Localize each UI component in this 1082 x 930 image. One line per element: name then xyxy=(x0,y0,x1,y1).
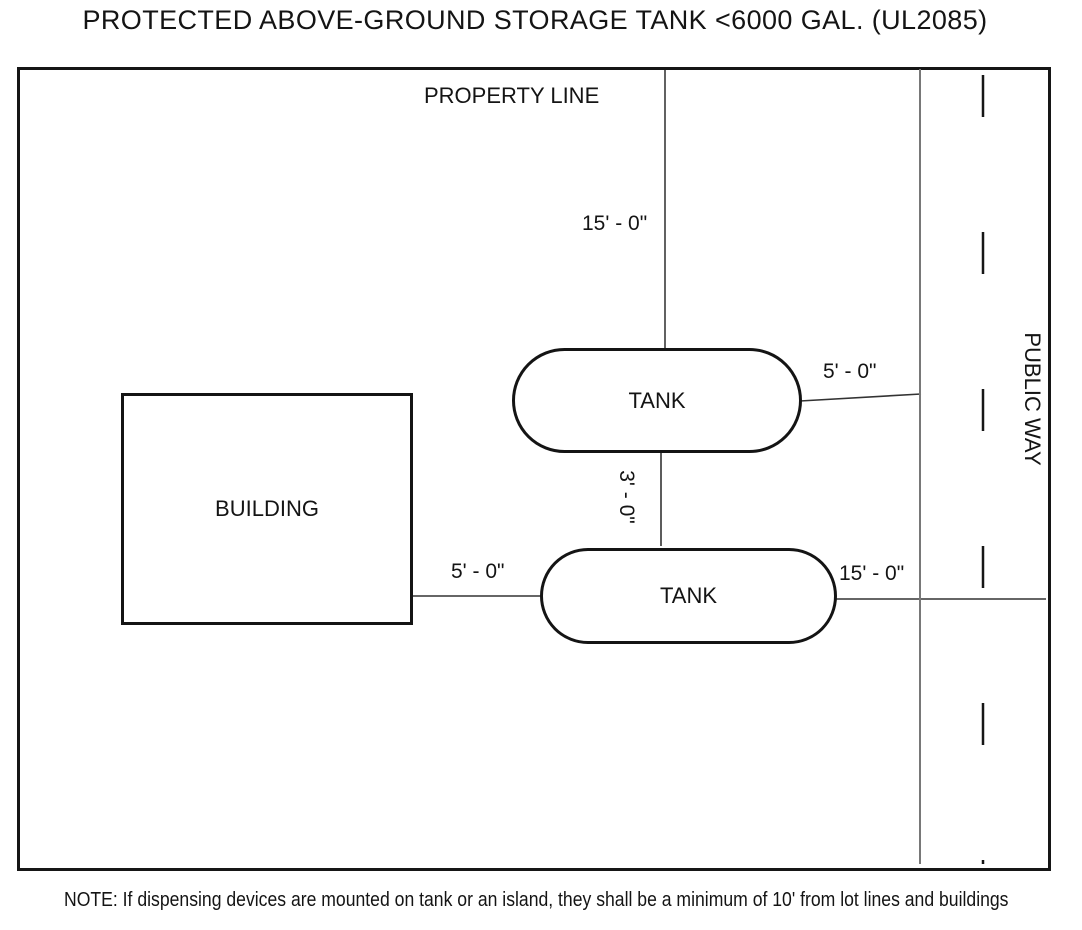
dispensing-note: NOTE: If dispensing devices are mounted … xyxy=(64,889,1082,912)
dim-building-to-lower-tank: 5' - 0" xyxy=(451,560,505,583)
building-label: BUILDING xyxy=(215,496,319,521)
public-way-label: PUBLIC WAY xyxy=(1020,332,1045,466)
dim-tank-to-tank: 3' - 0" xyxy=(615,470,638,524)
dim-property-line-to-upper-tank: 15' - 0" xyxy=(582,212,648,235)
upper-tank-shape: TANK xyxy=(512,348,802,453)
property-line-label: PROPERTY LINE xyxy=(424,83,600,108)
upper-tank-label: TANK xyxy=(628,387,686,413)
lower-tank-label: TANK xyxy=(659,583,718,608)
dim-lower-tank-to-public-way: 15' - 0" xyxy=(839,562,905,585)
dispensing-note-text: NOTE: If dispensing devices are mounted … xyxy=(64,889,1009,911)
dim-upper-tank-to-public-way: 5' - 0" xyxy=(823,360,877,383)
lower-tank-shape: TANK xyxy=(540,548,837,644)
drawing-title: PROTECTED ABOVE-GROUND STORAGE TANK <600… xyxy=(82,5,988,35)
building-shape: BUILDING xyxy=(121,393,413,625)
